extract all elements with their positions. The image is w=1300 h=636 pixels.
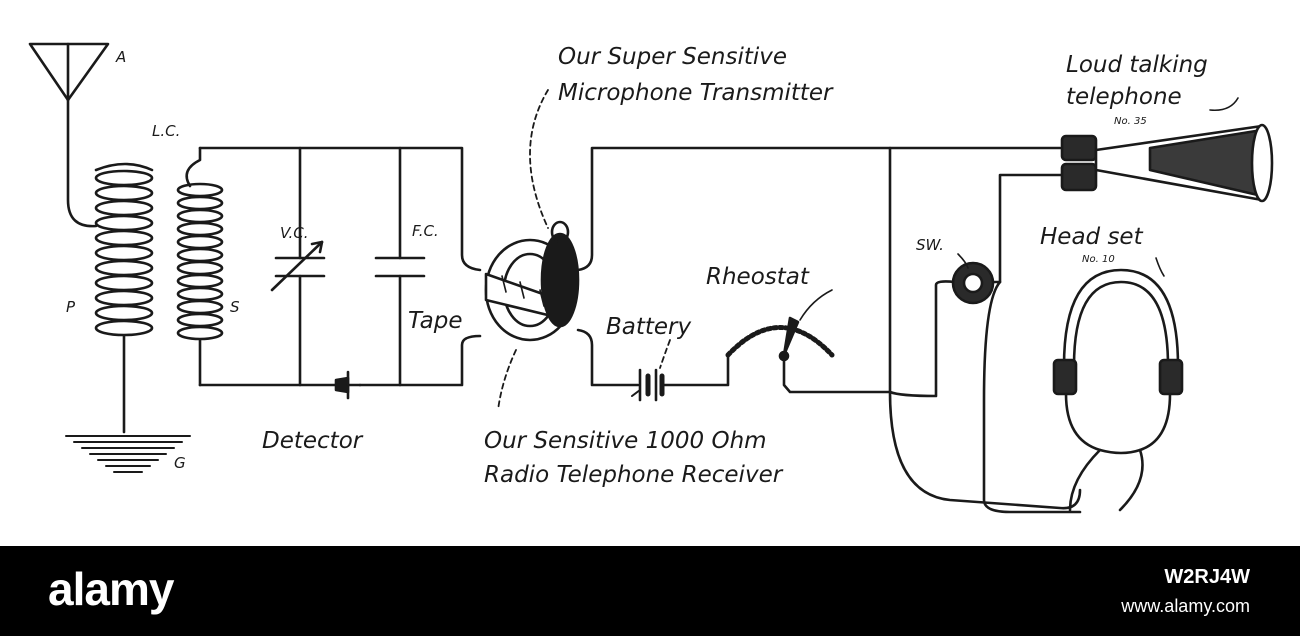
primary-coil (94, 162, 154, 434)
transmitter-label-line2: Microphone Transmitter (558, 80, 834, 106)
headset-label: Head set (1040, 224, 1144, 250)
transmitter-label-line1: Our Super Sensitive (558, 44, 787, 70)
label-leaders (497, 89, 671, 411)
loud-telephone-label-line2: telephone (1066, 84, 1182, 110)
primary-label: P (66, 298, 76, 316)
ground-label: G (174, 454, 186, 472)
antenna-icon (28, 42, 110, 228)
loud-telephone-label-line1: Loud talking (1066, 52, 1208, 78)
rheostat-label: Rheostat (706, 264, 810, 290)
switch-icon (951, 253, 995, 305)
tape-label: Tape (408, 308, 462, 334)
battery-icon (631, 368, 665, 402)
tuning-wiring (198, 146, 482, 387)
loud-telephone-model: No. 35 (1114, 116, 1147, 127)
secondary-coil (176, 146, 224, 387)
ground-icon (65, 435, 191, 473)
alamy-logo: alamy (48, 563, 174, 615)
image-id: W2RJ4W (1164, 566, 1250, 588)
headset-icon (1052, 257, 1184, 512)
fixed-condenser (374, 256, 426, 278)
receiver-label-line1: Our Sensitive 1000 Ohm (484, 428, 767, 454)
battery-label: Battery (606, 314, 692, 340)
headset-model: No. 10 (1082, 254, 1115, 265)
circuit-diagram: A L.C. P S G V.C. F.C. Detector Tape Our… (28, 42, 1274, 514)
loose-coupler-label: L.C. (152, 122, 180, 140)
detector-label: Detector (262, 428, 364, 454)
transmitter-receiver (484, 220, 580, 342)
variable-condenser (270, 240, 326, 292)
receiver-label-line2: Radio Telephone Receiver (484, 462, 784, 488)
site-url: www.alamy.com (1121, 596, 1250, 616)
antenna-label: A (115, 48, 126, 66)
detector-icon (334, 370, 362, 400)
rheostat-icon (725, 289, 835, 362)
secondary-label: S (230, 298, 240, 316)
circuit-svg: A L.C. P S G V.C. F.C. Detector Tape Our… (28, 42, 1274, 514)
switch-label: SW. (916, 236, 944, 254)
output-wiring (576, 146, 1082, 514)
loud-telephone-icon (1060, 97, 1274, 203)
fixed-condenser-label: F.C. (412, 222, 439, 240)
watermark-footer: alamy W2RJ4W www.alamy.com (0, 546, 1300, 636)
variable-condenser-label: V.C. (280, 224, 309, 242)
